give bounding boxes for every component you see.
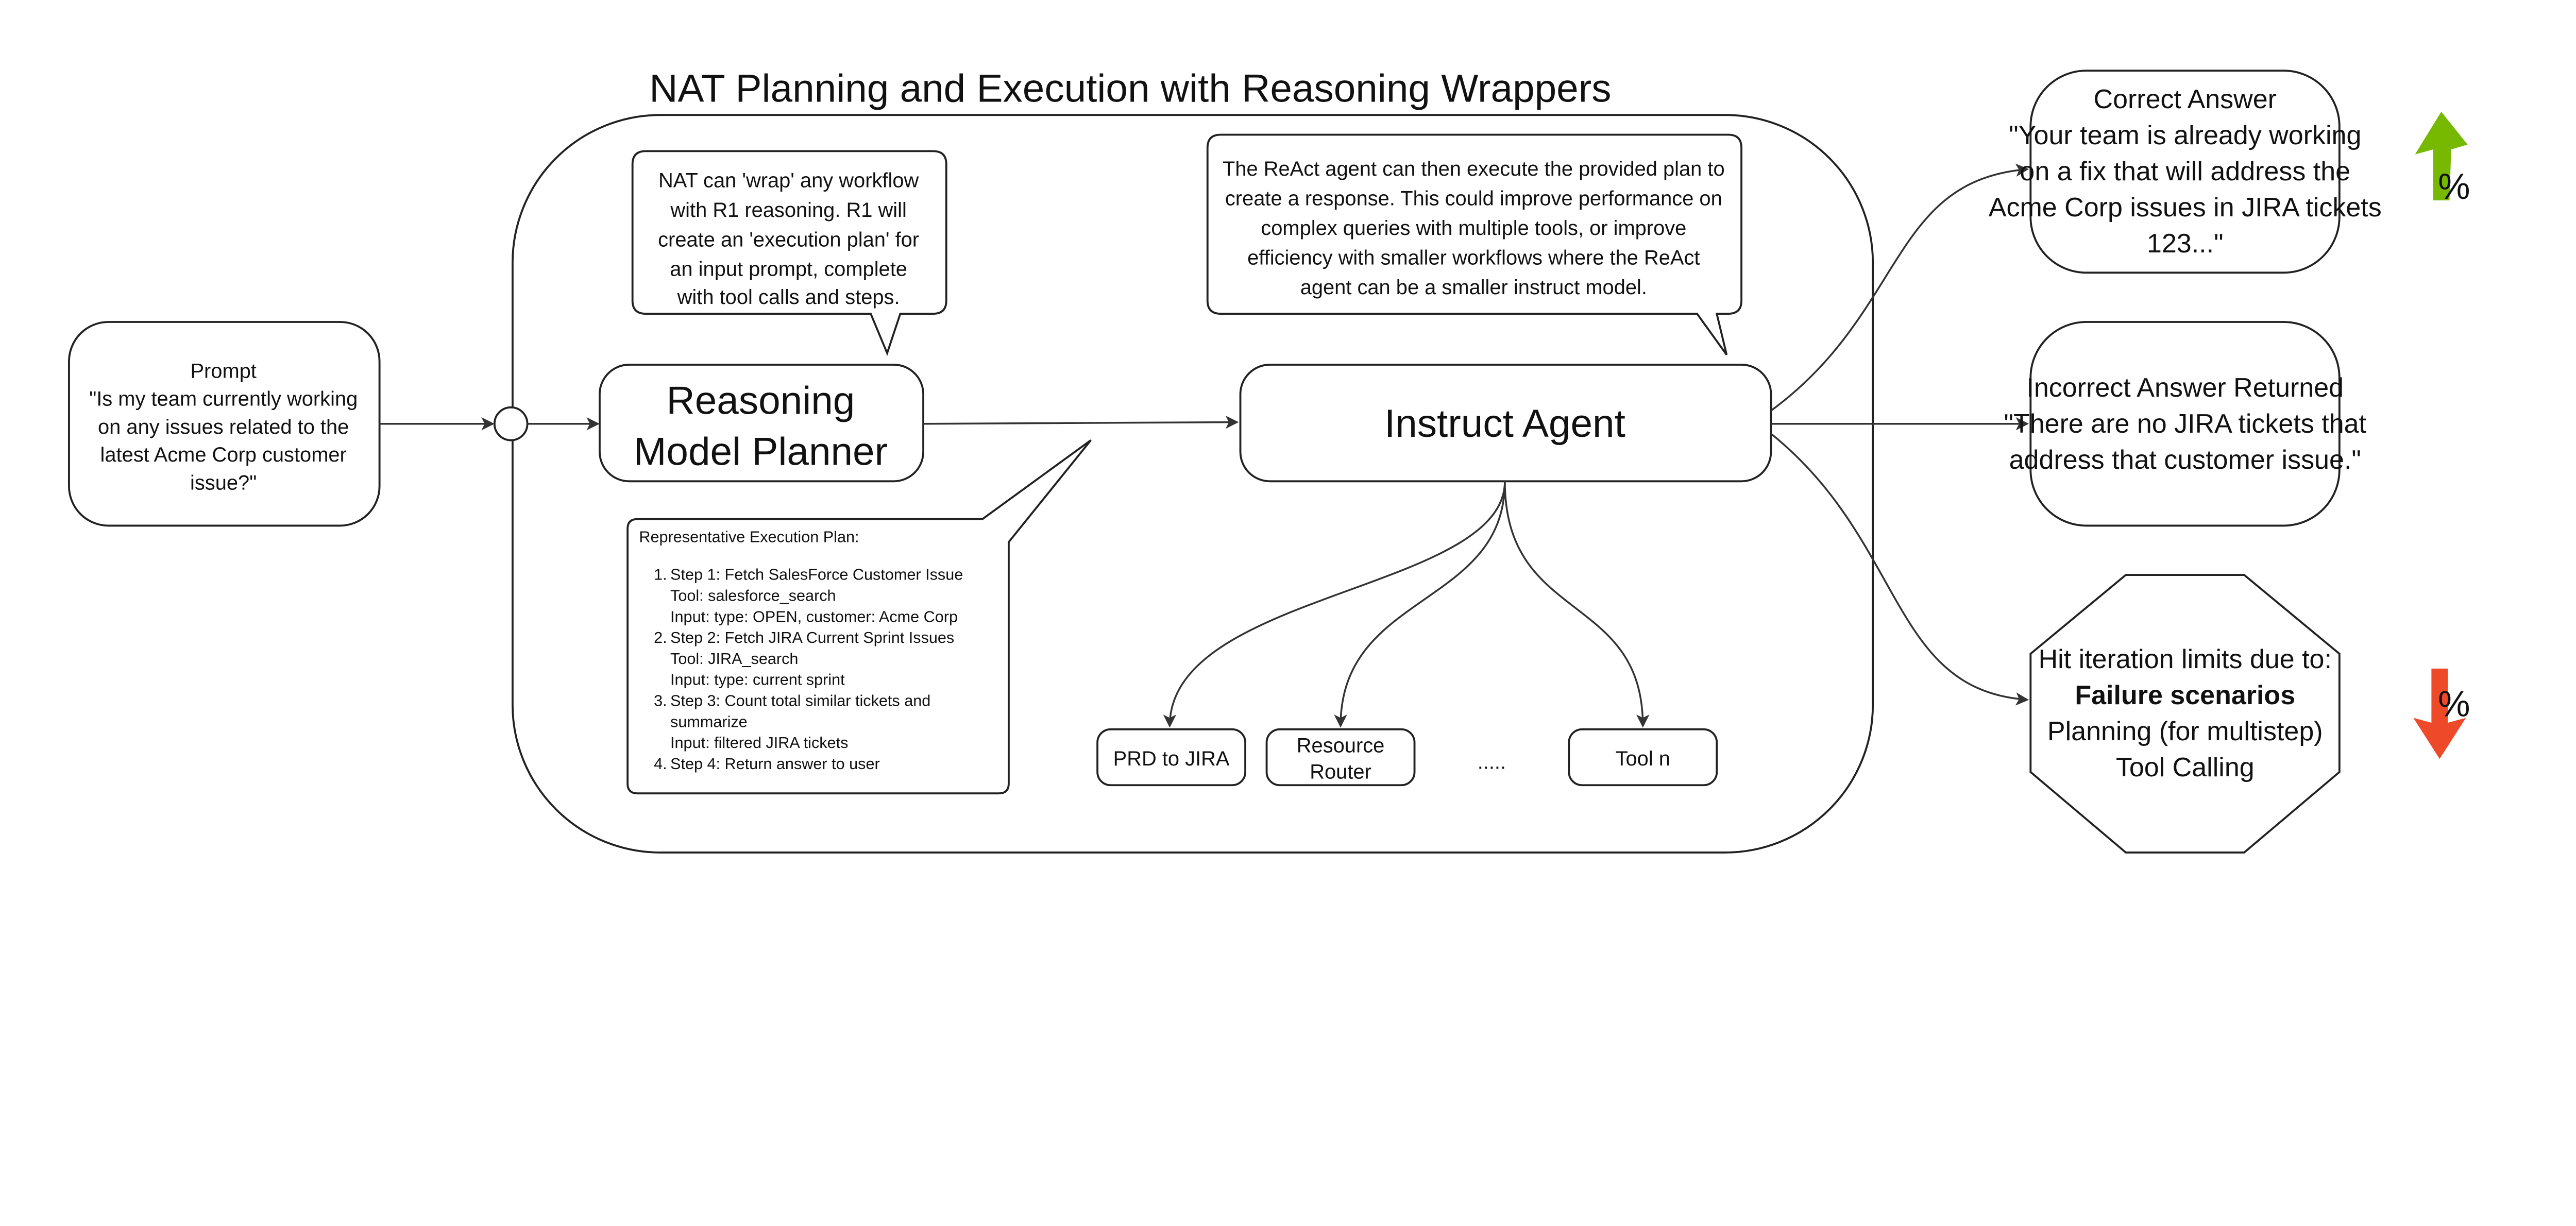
plan-line: summarize bbox=[670, 713, 748, 730]
wrapper-junction bbox=[493, 406, 529, 441]
agent-to-prd-arrow bbox=[1163, 481, 1506, 728]
plan-line: Input: type: OPEN, customer: Acme Corp bbox=[670, 608, 958, 625]
plan-line: Step 1: Fetch SalesForce Customer Issue bbox=[670, 566, 963, 584]
failure-octagon bbox=[2029, 574, 2341, 854]
plan-step-number: 4. bbox=[654, 755, 667, 773]
correct-answer-text: Correct Answer "Your team is already wor… bbox=[1988, 84, 2382, 259]
svg-text:agent can be a smaller instruc: agent can be a smaller instruct model. bbox=[1300, 276, 1647, 299]
svg-text:an input prompt, complete: an input prompt, complete bbox=[670, 258, 907, 281]
diagram-stage: NAT Planning and Execution with Reasonin… bbox=[68, 67, 2470, 854]
plan-line: Input: filtered JIRA tickets bbox=[670, 734, 848, 752]
incorrect-answer-box bbox=[2029, 321, 2341, 527]
planner-label-1: Reasoning bbox=[666, 379, 855, 423]
svg-text:with R1 reasoning. R1 will: with R1 reasoning. R1 will bbox=[670, 199, 906, 222]
execution-plan-heading: Representative Execution Plan: bbox=[639, 528, 859, 546]
plan-step-number: 3. bbox=[654, 692, 667, 710]
svg-text:NAT can 'wrap' any workflow: NAT can 'wrap' any workflow bbox=[658, 169, 919, 192]
arrow-up-icon bbox=[2415, 111, 2468, 201]
tool-resource-router bbox=[1265, 728, 1416, 787]
plan-line: Step 3: Count total similar tickets and bbox=[670, 692, 930, 710]
svg-text:PRD to JIRA: PRD to JIRA bbox=[1113, 747, 1230, 770]
agent-label: Instruct Agent bbox=[1384, 402, 1625, 446]
plan-line: Tool: JIRA_search bbox=[670, 650, 798, 668]
down-percent-label: % bbox=[2438, 683, 2470, 724]
agent-to-router-arrow bbox=[1334, 481, 1506, 728]
plan-line: Step 2: Fetch JIRA Current Sprint Issues bbox=[670, 629, 954, 646]
svg-text:with tool calls and steps.: with tool calls and steps. bbox=[677, 286, 900, 309]
agent-to-failure-arrow bbox=[1770, 433, 2029, 706]
svg-text:complex queries with multiple: complex queries with multiple tools, or … bbox=[1261, 217, 1686, 240]
planner-callout-text: NAT can 'wrap' any workflow with R1 reas… bbox=[658, 169, 919, 309]
svg-text:issue?": issue?" bbox=[190, 471, 257, 494]
agent-callout-text: The ReAct agent can then execute the pro… bbox=[1223, 158, 1725, 299]
agent-to-tooln-arrow bbox=[1504, 481, 1650, 728]
failure-text: Hit iteration limits due to: Failure sce… bbox=[2038, 644, 2332, 783]
svg-text:latest Acme Corp customer: latest Acme Corp customer bbox=[100, 444, 347, 466]
agent-to-correct-arrow bbox=[1770, 163, 2029, 412]
svg-text:create a response. This could: create a response. This could improve pe… bbox=[1225, 188, 1722, 210]
svg-text:"Is my team currently working: "Is my team currently working bbox=[89, 388, 358, 411]
svg-text:Tool n: Tool n bbox=[1616, 747, 1670, 770]
diagram-title: NAT Planning and Execution with Reasonin… bbox=[649, 67, 1611, 111]
planner-label-2: Model Planner bbox=[634, 430, 888, 473]
execution-plan-steps: 1.Step 1: Fetch SalesForce Customer Issu… bbox=[654, 566, 963, 773]
plan-line: Input: type: current sprint bbox=[670, 671, 845, 689]
svg-text:Prompt: Prompt bbox=[190, 360, 256, 382]
arrow-down-icon bbox=[2413, 668, 2466, 759]
up-percent-label: % bbox=[2438, 166, 2470, 207]
execution-plan-callout bbox=[626, 439, 1092, 795]
svg-text:Router: Router bbox=[1310, 760, 1371, 783]
planner-to-agent-arrow bbox=[923, 415, 1239, 429]
svg-text:Resource: Resource bbox=[1297, 734, 1385, 757]
svg-text:The ReAct agent can then execu: The ReAct agent can then execute the pro… bbox=[1223, 158, 1725, 180]
svg-text:create an 'execution plan' for: create an 'execution plan' for bbox=[658, 228, 919, 251]
plan-line: Step 4: Return answer to user bbox=[670, 755, 880, 773]
svg-text:efficiency with smaller workfl: efficiency with smaller workflows where … bbox=[1247, 246, 1700, 269]
plan-step-number: 1. bbox=[654, 566, 667, 584]
plan-step-number: 2. bbox=[654, 629, 667, 646]
plan-line: Tool: salesforce_search bbox=[670, 587, 836, 604]
prompt-text: Prompt "Is my team currently working on … bbox=[89, 360, 358, 494]
tool-prd-to-jira bbox=[1096, 728, 1247, 787]
incorrect-answer-text: Incorrect Answer Returned "There are no … bbox=[2004, 372, 2366, 475]
svg-text:on any issues related to the: on any issues related to the bbox=[98, 416, 349, 438]
tools-ellipsis: ..... bbox=[1478, 751, 1506, 773]
diagram: NAT Planning and Execution with Reasonin… bbox=[68, 67, 2470, 854]
agent-callout bbox=[1206, 133, 1743, 355]
tool-n bbox=[1568, 728, 1718, 787]
planner-callout bbox=[631, 150, 947, 356]
correct-answer-box bbox=[2029, 70, 2341, 274]
